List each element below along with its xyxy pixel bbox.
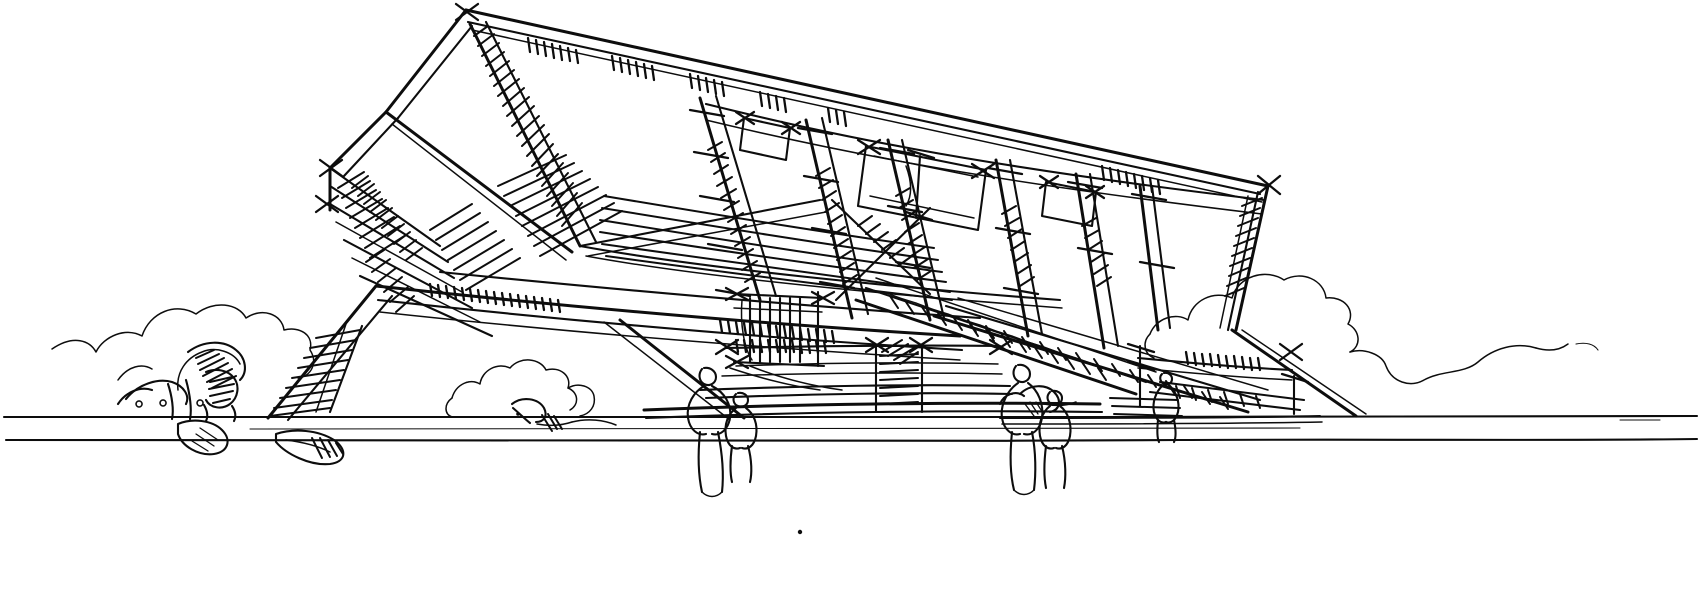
- roof-soffit-hatching: [337, 154, 953, 301]
- figure-4: [1038, 389, 1072, 490]
- center-stair-tower: [864, 336, 934, 414]
- left-wall-plane: [266, 284, 746, 422]
- upper-fascia-band: [704, 102, 1266, 232]
- human-scale-figures: [686, 363, 1180, 498]
- ground-lines: [2, 414, 1699, 442]
- band-tick-marks: [428, 282, 562, 314]
- figure-3: [1000, 363, 1044, 496]
- stray-ink-marks: [516, 412, 1661, 535]
- left-cantilever-beams: [314, 158, 494, 338]
- exposed-structural-beams: [688, 94, 1176, 350]
- roof-canopy: [328, 2, 1282, 332]
- foliage-center-cluster: [445, 359, 617, 432]
- foliage-left-cluster: [51, 304, 345, 466]
- plaza-front-steps: [998, 397, 1323, 425]
- figure-5: [1152, 371, 1180, 444]
- figure-2: [724, 391, 758, 484]
- figure-1: [686, 366, 732, 498]
